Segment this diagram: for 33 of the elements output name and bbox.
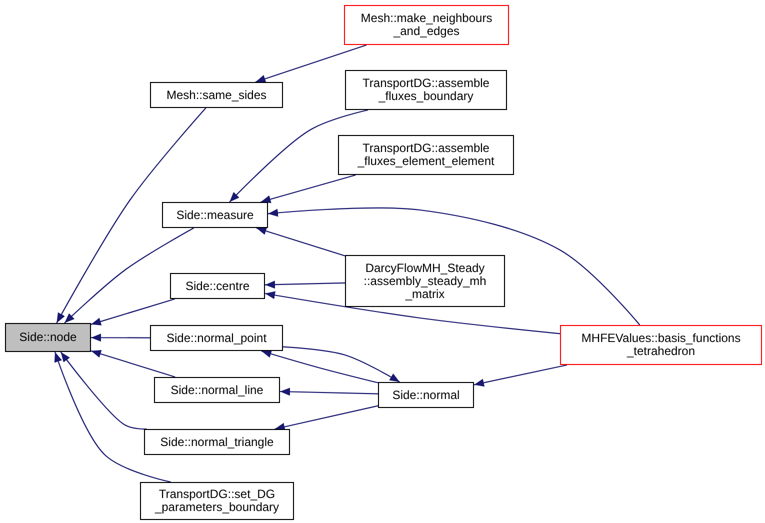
- arrow: [90, 298, 175, 326]
- arrow: [261, 350, 378, 384]
- function-box: TransportDG::assemble _fluxes_boundary: [345, 70, 507, 110]
- function-box: Side::centre: [170, 273, 265, 299]
- arrow: [280, 388, 378, 396]
- function-box: Side::normal_triangle: [144, 429, 290, 455]
- function-box: Mesh::same_sides: [150, 82, 283, 108]
- arrow: [282, 346, 400, 382]
- function-box: TransportDG::set_DG _parameters_boundary: [140, 482, 294, 520]
- function-box: MHFEValues::basis_functions _tetrahedron: [560, 325, 762, 365]
- arrow: [255, 44, 367, 83]
- function-box: Mesh::make_neighbours _and_edges: [344, 5, 509, 45]
- function-box: Side::normal_line: [154, 377, 280, 403]
- arrow: [91, 334, 150, 342]
- arrow: [64, 228, 194, 324]
- arrow: [229, 109, 368, 202]
- function-box: Side::node: [5, 323, 91, 352]
- arrow: [264, 280, 346, 289]
- arrow: [274, 405, 378, 431]
- arrow: [264, 291, 560, 334]
- arrow: [90, 350, 176, 378]
- arrow: [268, 207, 640, 326]
- arrow: [256, 227, 346, 256]
- function-box: Side::normal: [378, 382, 474, 408]
- function-box: Side::normal_point: [150, 325, 283, 351]
- function-box: TransportDG::assemble _fluxes_element_element: [338, 135, 514, 175]
- arrow: [60, 352, 147, 430]
- arrow: [56, 108, 206, 324]
- function-box: DarcyFlowMH_Steady ::assembly_steady_mh _matrix: [345, 255, 505, 307]
- arrow: [474, 364, 568, 387]
- arrow: [260, 174, 356, 204]
- arrow: [54, 352, 171, 483]
- function-box: Side::measure: [162, 202, 268, 228]
